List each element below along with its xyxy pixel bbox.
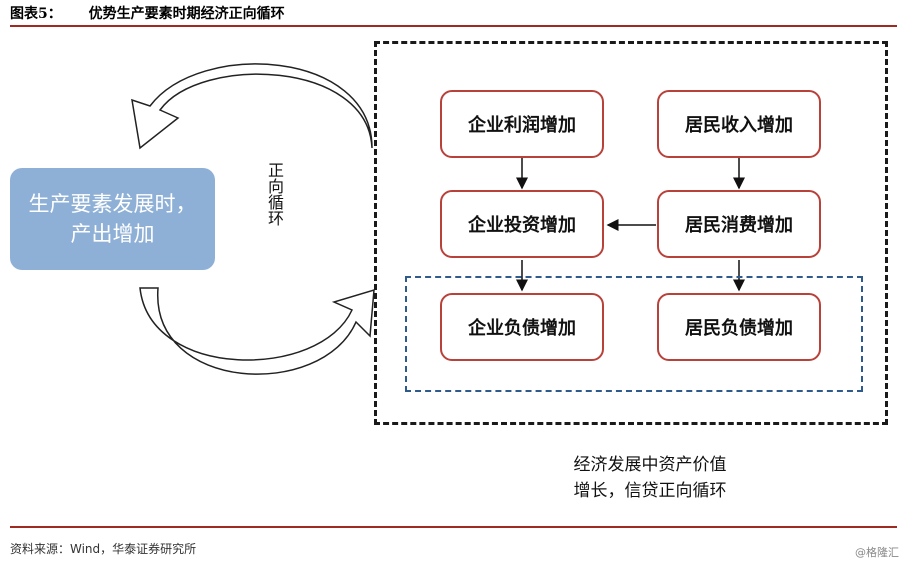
debt-frame <box>405 276 863 392</box>
caption-line2: 增长，信贷正向循环 <box>573 481 727 501</box>
top-rule <box>10 25 897 27</box>
figure-title: 图表5： 优势生产要素时期经济正向循环 <box>10 3 285 23</box>
node-resident-income: 居民收入增加 <box>657 90 821 158</box>
top-cycle-arrow <box>131 63 373 150</box>
watermark: @格隆汇 <box>855 546 899 559</box>
node-corp-profit: 企业利润增加 <box>440 90 604 158</box>
diagram-caption: 经济发展中资产价值 增长，信贷正向循环 <box>500 452 800 504</box>
production-factor-line1: 生产要素发展时， <box>28 192 197 216</box>
economy-cycle-frame <box>374 41 888 425</box>
node-resident-consumption: 居民消费增加 <box>657 190 821 258</box>
figure-title-text: 优势生产要素时期经济正向循环 <box>88 6 285 22</box>
node-corp-debt: 企业负债增加 <box>440 293 604 361</box>
production-factor-block: 生产要素发展时， 产出增加 <box>10 168 215 270</box>
production-factor-line2: 产出增加 <box>70 222 155 246</box>
positive-cycle-label: 正向循环 <box>265 162 284 226</box>
node-corp-investment: 企业投资增加 <box>440 190 604 258</box>
source-note: 资料来源：Wind，华泰证券研究所 <box>10 542 197 556</box>
caption-line1: 经济发展中资产价值 <box>573 455 727 475</box>
bottom-cycle-arrow <box>139 287 375 375</box>
bottom-rule <box>10 526 897 528</box>
figure-number: 图表5： <box>10 6 62 22</box>
node-resident-debt: 居民负债增加 <box>657 293 821 361</box>
